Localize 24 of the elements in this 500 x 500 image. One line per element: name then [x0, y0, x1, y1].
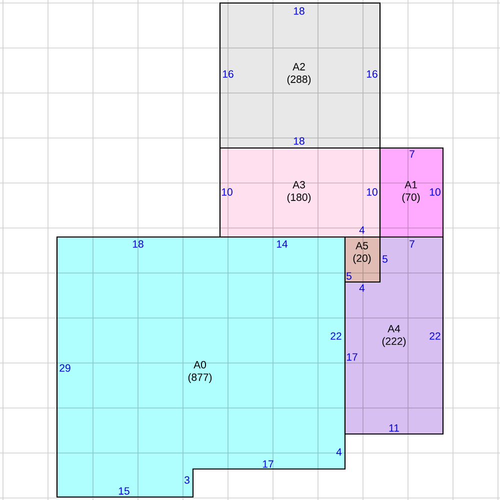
dimension-label: 18	[294, 7, 304, 15]
dimension-label: 3	[184, 476, 190, 484]
dimension-label: 7	[410, 240, 414, 248]
dimension-label: 5	[382, 255, 388, 263]
dimension-label: 22	[330, 332, 342, 340]
dimension-label: 18	[294, 137, 304, 145]
dimension-label: 29	[60, 364, 70, 372]
dimension-label: 18	[132, 240, 144, 248]
dimension-label: 14	[276, 240, 288, 248]
dimension-label: 10	[366, 188, 378, 196]
dimension-label: 5	[346, 272, 352, 280]
dimension-label: 15	[118, 487, 130, 495]
dimension-label: 4	[359, 284, 365, 292]
dimension-label: 7	[410, 150, 414, 158]
dimension-label: 10	[222, 188, 232, 196]
dimension-label: 16	[366, 70, 378, 78]
dimension-label: 4	[359, 226, 365, 234]
dimension-label: 17	[346, 353, 358, 361]
dimension-label: 22	[430, 332, 440, 340]
dimension-label: 16	[222, 70, 234, 78]
dimension-label: 11	[389, 424, 399, 432]
dimension-label: 17	[262, 460, 274, 468]
dimension-label: 4	[336, 448, 342, 456]
dimension-label: 10	[430, 188, 440, 196]
